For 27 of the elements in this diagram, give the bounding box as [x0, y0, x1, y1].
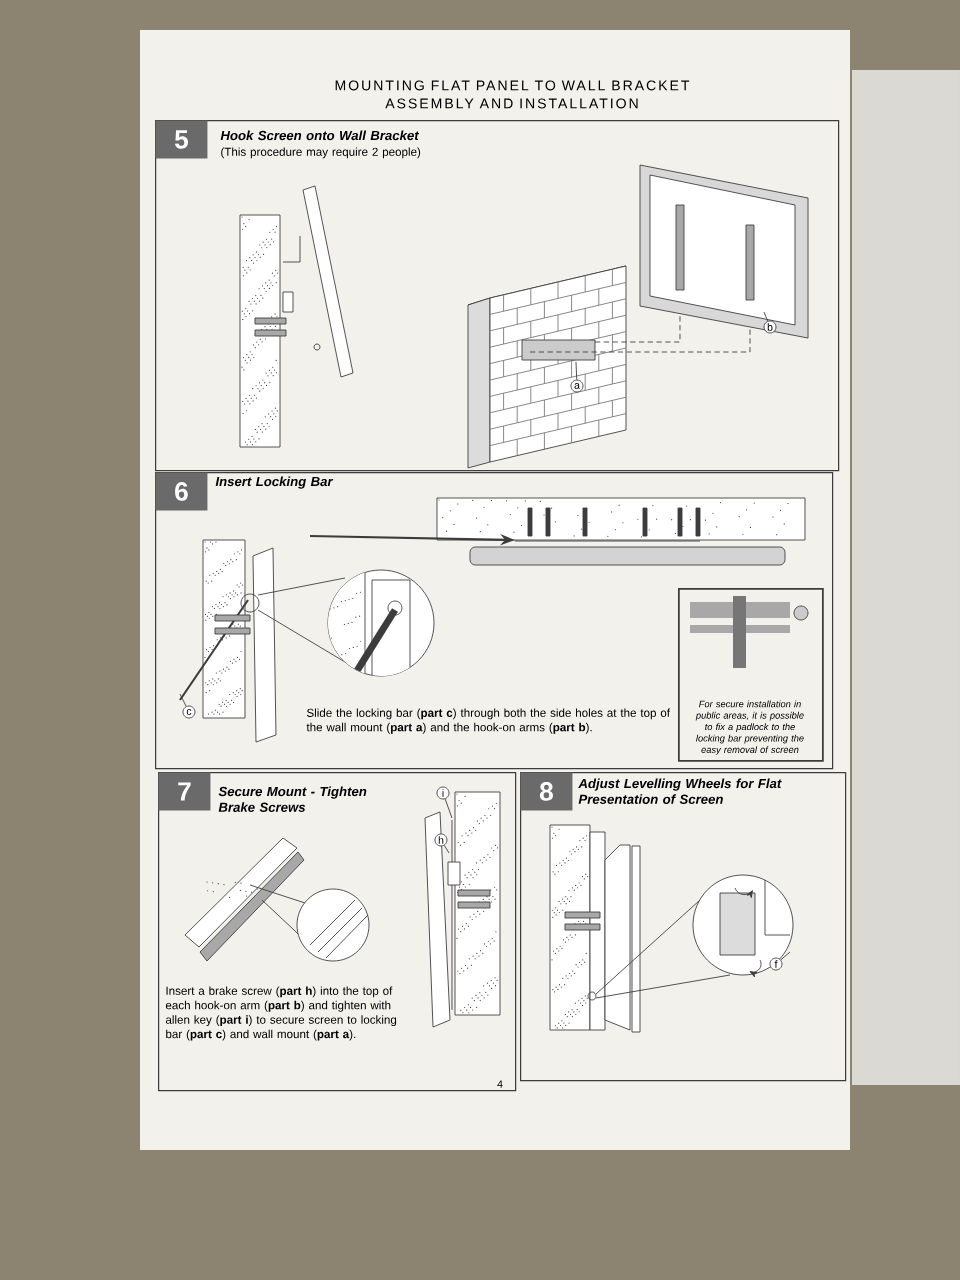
- callout-letter: h: [434, 833, 448, 847]
- leader-line: [444, 798, 453, 819]
- step-title: Insert Locking Bar: [215, 476, 334, 489]
- callout-letter: c: [182, 705, 196, 719]
- instruction-text: Slide the locking bar (part c) through both the side holes at the top of the wall mount (part a) and the hook-on arms (part b).: [306, 708, 671, 734]
- callout-letter: i: [436, 786, 450, 800]
- callout-letter: f: [769, 957, 783, 971]
- step-number-badge: 5: [155, 120, 208, 159]
- document-title: MOUNTING FLAT PANEL TO WALL BRACKET: [335, 80, 690, 91]
- step-title: Hook Screen onto Wall Bracket: [220, 130, 420, 141]
- leader-line: [179, 693, 187, 707]
- inset-caption: For secure installation in public areas, it is possible to fix a padlock to the locking bar preventing the easy removal of screen: [695, 700, 804, 755]
- step-title: Secure Mount - Tighten Brake Screws: [218, 786, 367, 812]
- leader-line: [763, 311, 769, 322]
- document-subtitle: ASSEMBLY AND INSTALLATION: [385, 98, 638, 109]
- instruction-text: (This procedure may require 2 people): [221, 147, 421, 159]
- leader-line: [575, 361, 578, 380]
- callout-letter: b: [763, 320, 777, 334]
- step-number-badge: 8: [520, 772, 573, 811]
- instruction-text: Insert a brake screw (part h) into the top of each hook-on arm (part b) and tighten with allen key (part i) to secure screen to locking bar (part c) and wall mount (part a).: [165, 986, 397, 1041]
- callout-letter: a: [570, 379, 584, 393]
- step-title: Adjust Levelling Wheels for Flat Presentation of Screen: [578, 778, 782, 804]
- leader-line: [780, 951, 791, 961]
- page-number: 4: [497, 1080, 503, 1088]
- step-number-badge: 7: [158, 772, 211, 811]
- step-number-badge: 6: [155, 472, 208, 511]
- leader-line: [443, 845, 450, 854]
